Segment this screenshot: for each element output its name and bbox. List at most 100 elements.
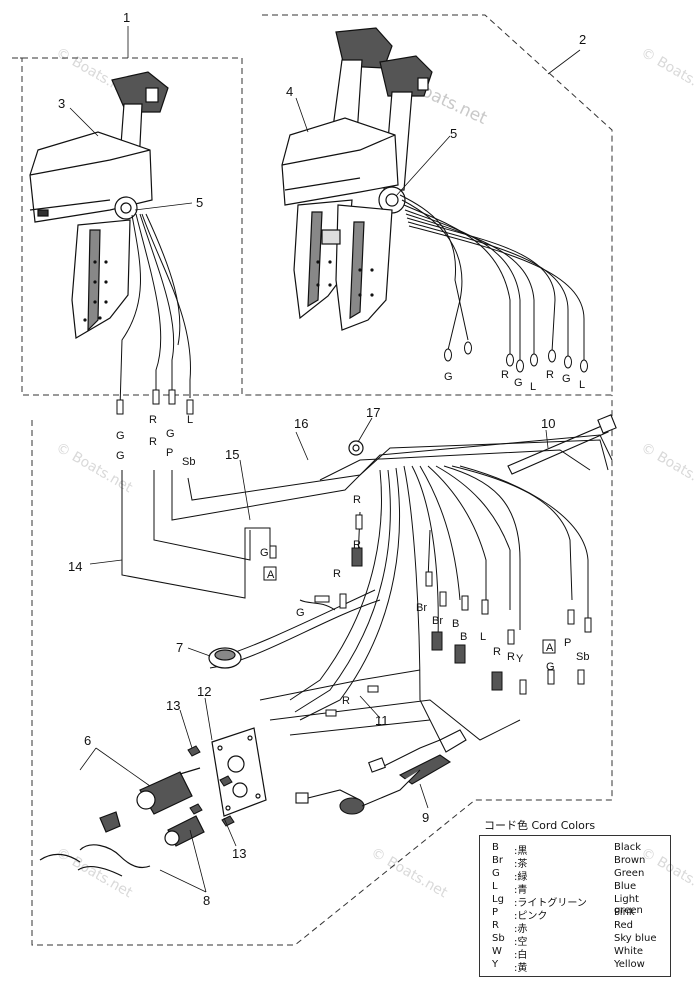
callout-3: 3 xyxy=(58,96,65,111)
legend-japanese: :ピンク xyxy=(514,911,548,922)
wire-code: G xyxy=(562,373,571,385)
callout-5: 5 xyxy=(196,195,203,210)
wire-code: R xyxy=(507,651,515,663)
legend-japanese: :黒 xyxy=(514,846,528,857)
cable-tie xyxy=(507,414,617,475)
wire-codes-dual: G R G L R G L xyxy=(444,369,585,393)
callout-16: 16 xyxy=(294,416,308,431)
wire-code: P xyxy=(564,637,571,649)
wire-code: R xyxy=(333,568,341,580)
wire-code: G xyxy=(444,371,453,383)
callout-11: 11 xyxy=(375,713,389,728)
wire-code: R xyxy=(501,369,509,381)
single-lever-wires xyxy=(119,213,192,409)
legend-row: Br :茶 Brown xyxy=(480,855,670,870)
harness-wires xyxy=(121,434,613,599)
wire-code: Sb xyxy=(182,456,195,468)
boxed-labels: A A xyxy=(263,566,556,654)
dual-lever-connectors xyxy=(444,341,588,373)
callout-15: 15 xyxy=(225,447,239,462)
callout-17: 17 xyxy=(366,405,380,420)
wire-code: G xyxy=(296,607,305,619)
wire-code: Y xyxy=(516,653,524,665)
leader-lines xyxy=(69,26,581,893)
callout-13: 13 xyxy=(232,846,246,861)
legend-row: P :ピンク Pink xyxy=(480,907,670,922)
wire-code: B xyxy=(460,631,467,643)
wire-code: L xyxy=(530,381,536,393)
callout-12: 12 xyxy=(197,684,211,699)
assembly-boundaries xyxy=(12,14,613,946)
legend-title: コード色 Cord Colors xyxy=(484,819,596,832)
wire-code: G xyxy=(546,661,555,673)
callout-10: 10 xyxy=(541,416,555,431)
wire-code: R xyxy=(149,414,157,426)
callout-2: 2 xyxy=(579,32,586,47)
legend-japanese: :ライトグリーン xyxy=(514,898,587,909)
legend-code: L xyxy=(492,881,498,892)
legend-english: Black xyxy=(614,842,642,853)
legend-row: B :黒 Black xyxy=(480,842,670,857)
single-lever-connectors xyxy=(116,389,194,415)
wire-code: G xyxy=(116,450,125,462)
wire-code: R xyxy=(342,695,350,707)
legend-japanese: :緑 xyxy=(514,872,528,883)
legend-code: Sb xyxy=(492,933,505,944)
wire-code: R xyxy=(149,436,157,448)
legend-japanese: :青 xyxy=(514,885,528,896)
legend-code: W xyxy=(492,946,502,957)
legend-japanese: :白 xyxy=(514,950,528,961)
callout-numbers: 1 2 3 4 5 5 6 7 8 9 10 11 12 13 13 14 15… xyxy=(58,10,586,908)
wire-code: G xyxy=(116,430,125,442)
legend-english: Sky blue xyxy=(614,933,657,944)
legend-code: B xyxy=(492,842,499,853)
single-lever-control xyxy=(29,71,169,339)
callout-6: 6 xyxy=(84,733,91,748)
wire-code: B xyxy=(452,618,459,630)
watermark-corner: © Boats.net xyxy=(53,845,135,902)
screws xyxy=(187,745,235,827)
watermark-corner: © Boats.net xyxy=(638,440,694,497)
switch-panel xyxy=(211,727,267,817)
main-harness xyxy=(209,465,589,741)
wire-codes-harness: R R G R Br Br B B L R R Y G P Sb G R xyxy=(260,494,589,707)
legend-row: Sb :空 Sky blue xyxy=(480,933,670,948)
buzzer xyxy=(208,647,242,669)
wire-code: R xyxy=(546,369,554,381)
legend-english: Red xyxy=(614,920,633,931)
wire-code: R xyxy=(353,494,361,506)
boundary-harness xyxy=(31,395,613,946)
wire-code: Br xyxy=(416,602,427,614)
wire-code: Br xyxy=(432,615,443,627)
legend-code: Br xyxy=(492,855,503,866)
grommet xyxy=(348,440,364,456)
legend-japanese: :空 xyxy=(514,937,528,948)
wire-code: P xyxy=(166,447,173,459)
legend-japanese: :茶 xyxy=(514,859,528,870)
legend-code: Lg xyxy=(492,894,504,905)
callout-14: 14 xyxy=(68,559,82,574)
boundary-dual-lever xyxy=(242,14,613,396)
watermark-corner: © Boats.net xyxy=(638,45,694,102)
callout-7: 7 xyxy=(176,640,183,655)
watermark-corner: © Boats.net xyxy=(53,440,135,497)
callout-9: 9 xyxy=(422,810,429,825)
legend-english: Brown xyxy=(614,855,646,866)
callout-13: 13 xyxy=(166,698,180,713)
stop-switch xyxy=(39,815,205,877)
boundary-single-lever xyxy=(12,57,243,396)
dual-lever-control xyxy=(281,27,433,331)
callout-1: 1 xyxy=(123,10,130,25)
legend-english: Green xyxy=(614,868,645,879)
legend-japanese: :赤 xyxy=(514,924,528,935)
legend-japanese: :黄 xyxy=(514,963,528,974)
legend-code: P xyxy=(492,907,499,918)
legend-english: Pink xyxy=(614,907,635,918)
